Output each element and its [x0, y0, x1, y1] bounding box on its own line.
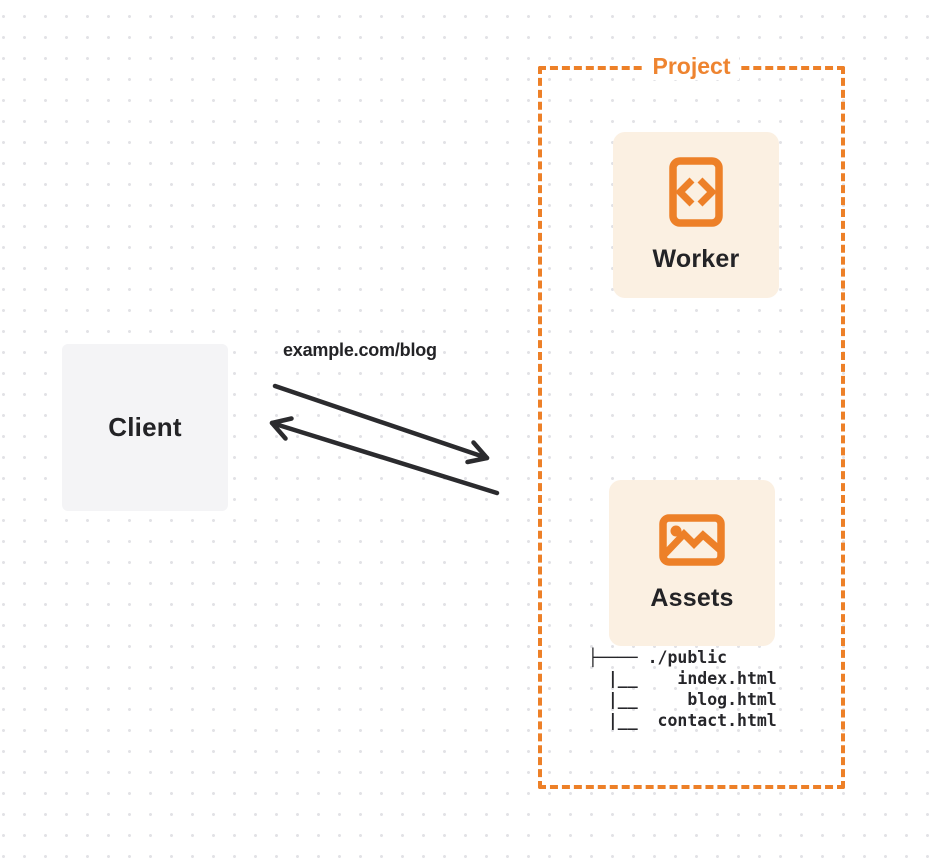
response-arrow [269, 416, 500, 496]
project-label: Project [643, 53, 740, 80]
request-arrow [272, 383, 490, 465]
request-url-label: example.com/blog [283, 340, 437, 360]
file-tree-line: ├──── ./public [588, 648, 728, 667]
file-tree-line: |__ index.html [588, 669, 777, 688]
code-file-icon [669, 156, 723, 227]
assets-label: Assets [650, 583, 734, 612]
file-tree-line: |__ contact.html [588, 711, 777, 730]
assets-file-tree: ├──── ./public |__ index.html |__ blog.h… [588, 647, 777, 731]
worker-node: Worker [613, 132, 779, 298]
client-label: Client [108, 412, 182, 442]
assets-node: Assets [609, 480, 775, 646]
project-boundary: Project [538, 53, 845, 789]
file-tree-line: |__ blog.html [588, 690, 777, 709]
client-node: Client [62, 344, 228, 511]
image-icon [659, 513, 725, 566]
worker-label: Worker [652, 244, 740, 273]
